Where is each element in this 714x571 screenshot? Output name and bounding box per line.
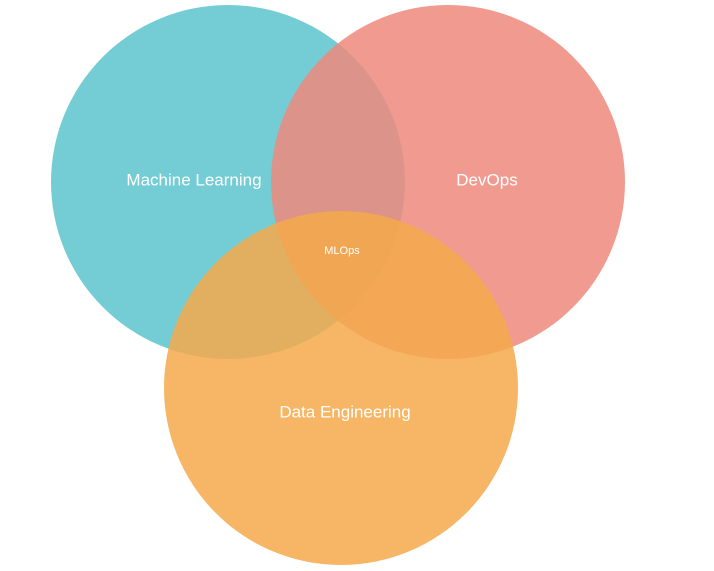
venn-circles (51, 5, 625, 565)
label-machine-learning: Machine Learning (126, 170, 261, 189)
label-intersection: MLOps (324, 245, 360, 257)
label-devops: DevOps (456, 170, 517, 189)
venn-labels: Machine Learning DevOps Data Engineering… (126, 170, 517, 421)
circle-data-engineering (164, 211, 518, 565)
label-data-engineering: Data Engineering (279, 402, 410, 421)
